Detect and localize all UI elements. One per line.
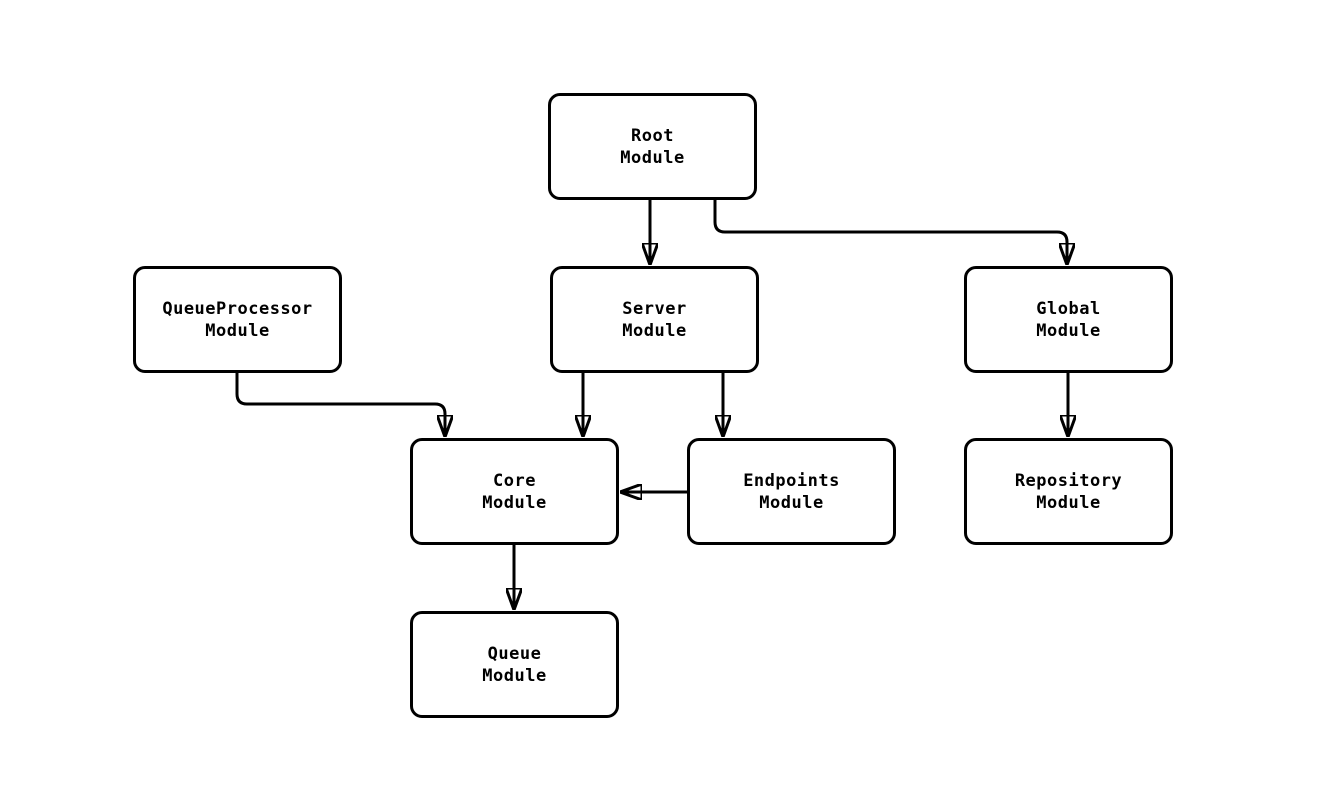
node-root-module: Root Module [548, 93, 757, 200]
node-global-module: Global Module [964, 266, 1173, 373]
node-core-module: Core Module [410, 438, 619, 545]
node-endpoints-module: Endpoints Module [687, 438, 896, 545]
node-queueprocessor-module-label: QueueProcessor Module [162, 298, 313, 341]
node-repository-module: Repository Module [964, 438, 1173, 545]
node-repository-module-label: Repository Module [1014, 470, 1123, 513]
node-queueprocessor-module: QueueProcessor Module [133, 266, 342, 373]
node-queue-module-label: Queue Module [482, 643, 547, 686]
node-server-module-label: Server Module [622, 298, 687, 341]
edge-root-to-global [713, 198, 1067, 264]
edge-queueprocessor-to-core [235, 373, 445, 436]
node-endpoints-module-label: Endpoints Module [743, 470, 840, 513]
node-server-module: Server Module [550, 266, 759, 373]
node-root-module-label: Root Module [620, 125, 685, 168]
node-core-module-label: Core Module [482, 470, 547, 513]
node-queue-module: Queue Module [410, 611, 619, 718]
node-global-module-label: Global Module [1036, 298, 1101, 341]
